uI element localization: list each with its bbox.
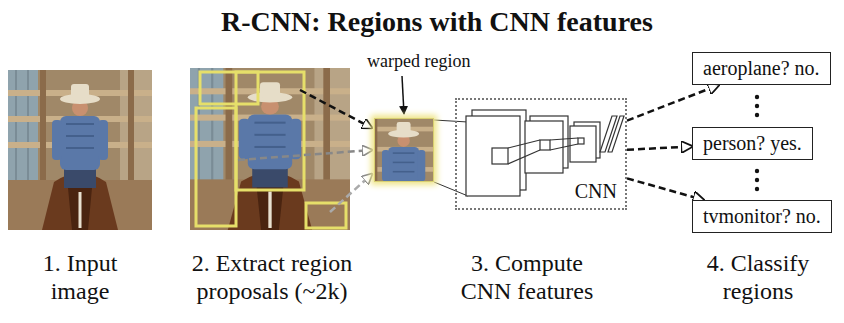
diagram-title: R-CNN: Regions with CNN features [30, 6, 844, 38]
step-caption: 1. Input image [20, 250, 140, 305]
class-box: tvmonitor? no. [692, 200, 832, 233]
class-box: person? yes. [692, 127, 813, 160]
step-caption: 2. Extract region proposals (~2k) [170, 250, 375, 305]
proposal-boxes [196, 72, 346, 228]
cnn-block: CNN [455, 98, 627, 210]
warped-photo [375, 119, 433, 181]
dashed-arrow [627, 85, 719, 121]
proposal-photo [190, 68, 350, 230]
fan-lines [434, 120, 468, 196]
proposal-arrow [238, 150, 372, 160]
proposal-arrow [330, 174, 372, 212]
class-label: person? yes. [703, 132, 802, 155]
input-photo [8, 70, 152, 230]
class-label: aeroplane? no. [703, 57, 820, 80]
dashed-arrow [627, 178, 704, 200]
cnn-label: CNN [575, 180, 617, 203]
warped-region: warped region [374, 118, 434, 182]
step-caption: 3. Compute CNN features [450, 250, 605, 305]
proposal-arrow [300, 90, 372, 128]
class-box: aeroplane? no. [692, 52, 831, 85]
region-label: warped region [367, 51, 470, 72]
class-label: tvmonitor? no. [703, 205, 821, 228]
dashed-arrow [627, 147, 692, 150]
step-caption: 4. Classify regions [691, 250, 826, 305]
leader-line [402, 76, 404, 114]
